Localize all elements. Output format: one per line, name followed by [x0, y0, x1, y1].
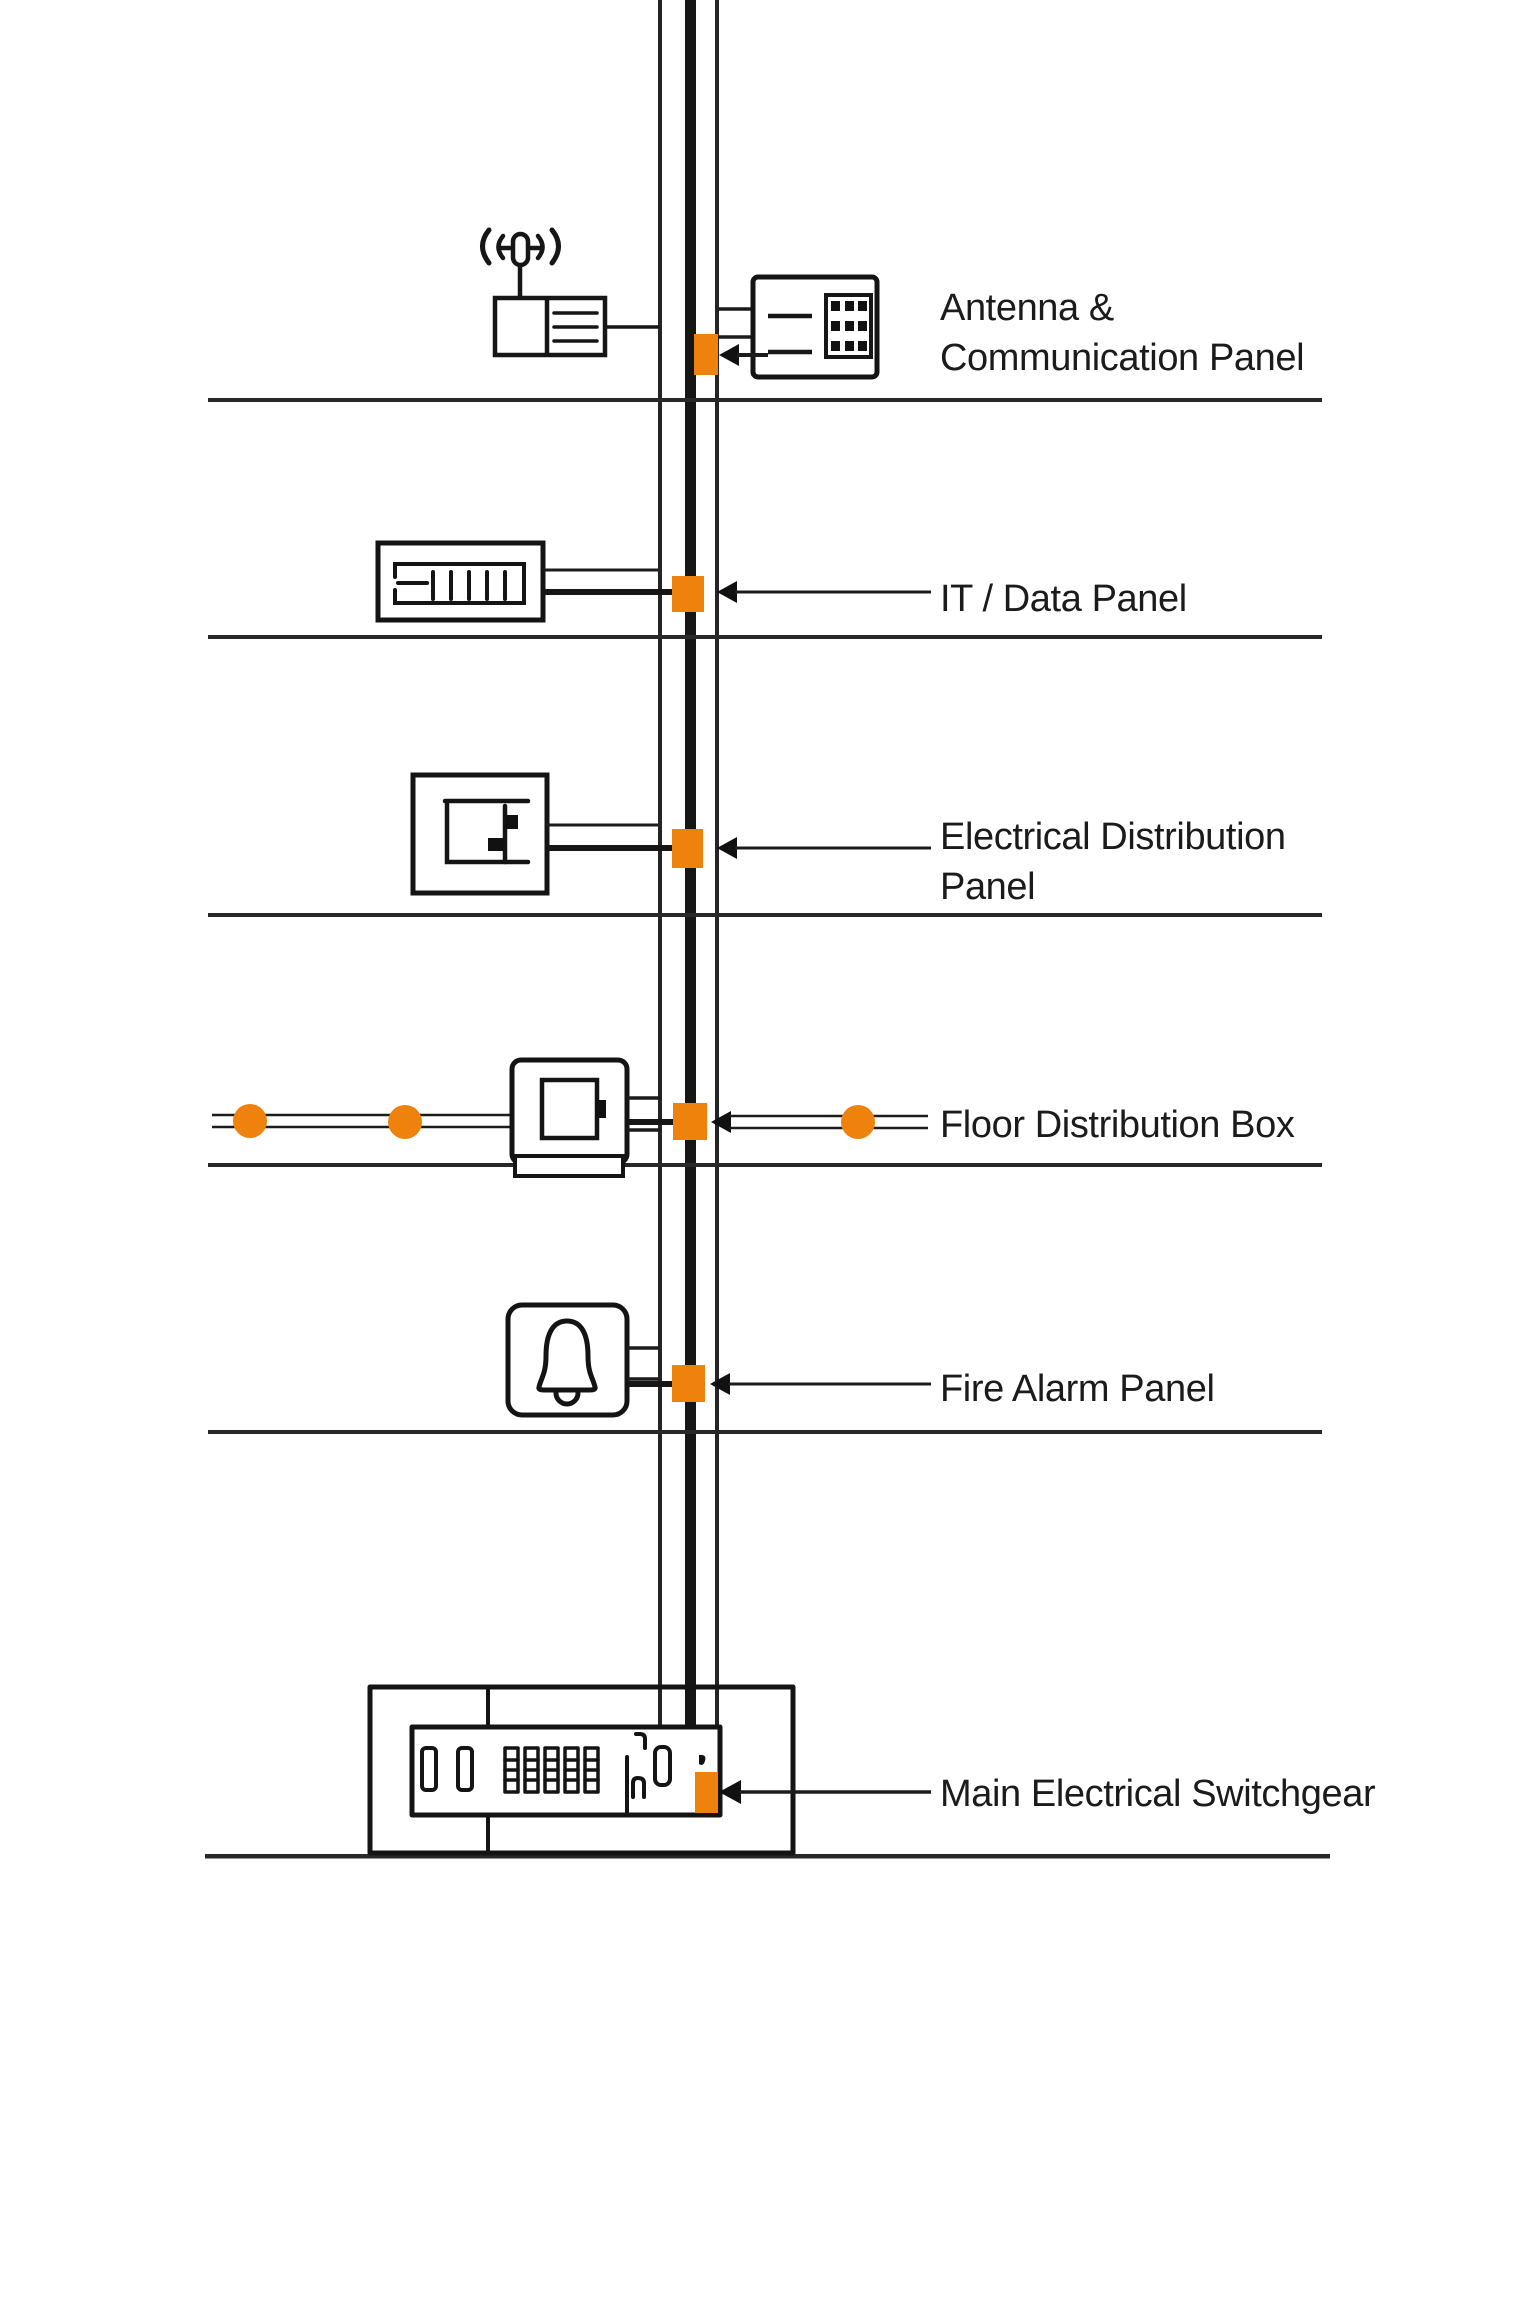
electrical-distribution-panel-icon: [410, 772, 550, 896]
arrow-left-icon: [717, 837, 931, 859]
label-line: IT / Data Panel: [940, 578, 1187, 620]
tap-node: [841, 1105, 875, 1139]
floor-line: [208, 1163, 1322, 1167]
floor-line: [208, 398, 1322, 402]
floor-distribution-box-icon: [509, 1057, 630, 1178]
floor-slabs: [205, 398, 1330, 1859]
arrow-left-icon: [711, 1111, 928, 1133]
riser-connector: [672, 829, 703, 868]
main-switchgear-icon: [367, 1684, 796, 1856]
ground-line: [205, 1854, 1330, 1859]
label-line: Floor Distribution Box: [940, 1104, 1295, 1146]
riser-connector: [672, 576, 704, 612]
riser-connector: [695, 1772, 718, 1813]
label-line: Main Electrical Switchgear: [940, 1773, 1376, 1815]
label-it-data-panel: IT / Data Panel: [940, 574, 1187, 624]
label-line: Fire Alarm Panel: [940, 1368, 1215, 1410]
label-antenna-communication-panel: Antenna & Communication Panel: [940, 283, 1305, 383]
breaker-stack: [503, 1746, 600, 1794]
arrow-left-icon: [717, 581, 931, 603]
arrow-left-icon: [719, 344, 768, 366]
riser-connector: [672, 1365, 705, 1402]
riser-line-right: [715, 0, 719, 1727]
fire-alarm-bell-icon: [505, 1302, 630, 1418]
label-main-electrical-switchgear: Main Electrical Switchgear: [940, 1769, 1376, 1819]
tap-node: [388, 1105, 422, 1139]
label-line: Panel: [940, 866, 1036, 908]
it-data-panel-icon: [375, 540, 546, 623]
label-line: Antenna &: [940, 287, 1114, 329]
label-line: Electrical Distribution: [940, 816, 1286, 858]
arrow-left-icon: [719, 1780, 931, 1804]
keypad-grid: [831, 301, 867, 351]
riser-connector: [694, 334, 718, 375]
label-line: Communication Panel: [940, 337, 1305, 379]
antenna-icon: [480, 227, 660, 358]
label-fire-alarm-panel: Fire Alarm Panel: [940, 1364, 1215, 1414]
floor-line: [208, 1430, 1322, 1434]
floor-line: [208, 913, 1322, 917]
communication-panel-icon: [718, 274, 880, 380]
riser-line-left: [658, 0, 662, 1727]
tap-node: [233, 1104, 267, 1138]
riser-connector: [673, 1103, 707, 1140]
floor-line: [208, 635, 1322, 639]
label-floor-distribution-box: Floor Distribution Box: [940, 1100, 1295, 1150]
arrow-left-icon: [710, 1373, 931, 1395]
label-electrical-distribution-panel: Electrical Distribution Panel: [940, 812, 1286, 912]
